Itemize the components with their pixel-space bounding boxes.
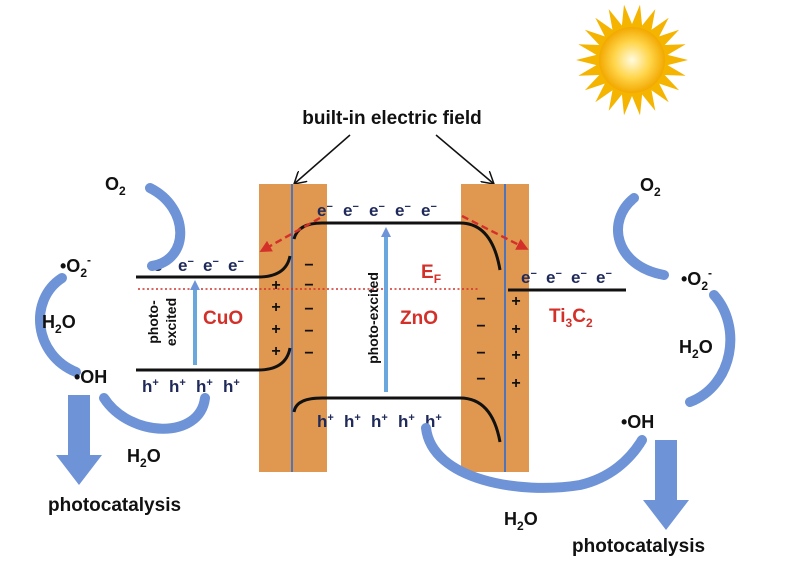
h2o-right-label: H2O bbox=[679, 337, 713, 361]
photocatalysis-right-label: photocatalysis bbox=[572, 536, 705, 557]
svg-text:−: − bbox=[476, 371, 485, 388]
svg-text:−: − bbox=[476, 291, 485, 308]
field-arrow-left bbox=[294, 134, 351, 184]
svg-text:excited: excited bbox=[163, 298, 179, 346]
svg-text:h+: h+ bbox=[223, 377, 240, 396]
svg-text:e−: e− bbox=[343, 201, 359, 220]
svg-text:+: + bbox=[271, 277, 280, 294]
cuo-label: CuO bbox=[203, 308, 243, 329]
svg-text:h+: h+ bbox=[344, 412, 361, 431]
hydroxyl-right-label: •OH bbox=[621, 412, 654, 432]
o2-right-label: O2 bbox=[640, 175, 661, 199]
left-photocatalysis-arrow bbox=[56, 395, 102, 485]
right-interface-charges: − − − − + + + + bbox=[476, 291, 520, 392]
zno-valence-band bbox=[292, 396, 502, 443]
left-interface-charges: + + + + − − − − − bbox=[271, 257, 313, 362]
svg-text:+: + bbox=[511, 321, 520, 338]
svg-text:h+: h+ bbox=[142, 377, 159, 396]
svg-text:+: + bbox=[511, 347, 520, 364]
svg-text:h+: h+ bbox=[169, 377, 186, 396]
svg-text:−: − bbox=[476, 318, 485, 335]
zno-holes: h+ h+ h+ h+ h+ bbox=[317, 412, 442, 431]
zno-electrons: e− e− e− e− e− bbox=[317, 201, 437, 220]
cuo-conduction-band bbox=[136, 255, 292, 279]
svg-text:e−: e− bbox=[596, 268, 612, 287]
svg-text:+: + bbox=[511, 293, 520, 310]
cuo-photo-excited-label: photo- excited bbox=[145, 298, 179, 346]
svg-text:e−: e− bbox=[521, 268, 537, 287]
svg-text:−: − bbox=[304, 323, 313, 340]
svg-text:h+: h+ bbox=[371, 412, 388, 431]
svg-text:e−: e− bbox=[317, 201, 333, 220]
svg-text:−: − bbox=[476, 345, 485, 362]
h2o-bottom-label: H2O bbox=[504, 509, 538, 533]
field-arrow-right bbox=[435, 134, 494, 184]
svg-text:+: + bbox=[271, 299, 280, 316]
svg-text:e−: e− bbox=[178, 256, 194, 275]
svg-text:−: − bbox=[304, 257, 313, 274]
svg-text:+: + bbox=[511, 375, 520, 392]
cuo-holes: h+ h+ h+ h+ bbox=[142, 377, 240, 396]
svg-text:photo-: photo- bbox=[145, 300, 161, 344]
svg-text:−: − bbox=[304, 277, 313, 294]
svg-text:+: + bbox=[271, 343, 280, 360]
svg-text:e−: e− bbox=[369, 201, 385, 220]
svg-text:e−: e− bbox=[203, 256, 219, 275]
sun-icon bbox=[576, 4, 688, 116]
electric-field-title: built-in electric field bbox=[302, 108, 481, 129]
zno-photo-excited-label: photo-excited bbox=[365, 272, 381, 364]
electron-transfer-right-arrow bbox=[461, 214, 529, 250]
superoxide-right-label: •O2- bbox=[681, 266, 712, 293]
photocatalysis-left-label: photocatalysis bbox=[48, 495, 181, 516]
svg-text:h+: h+ bbox=[425, 412, 442, 431]
fermi-level-label: EF bbox=[421, 262, 441, 286]
o2-left-label: O2 bbox=[105, 174, 126, 198]
h2o-lower-left-label: H2O bbox=[127, 446, 161, 470]
svg-text:h+: h+ bbox=[398, 412, 415, 431]
svg-text:+: + bbox=[271, 321, 280, 338]
right-photocatalysis-arrow bbox=[643, 440, 689, 530]
svg-text:h+: h+ bbox=[196, 377, 213, 396]
svg-text:h+: h+ bbox=[317, 412, 334, 431]
svg-text:−: − bbox=[304, 301, 313, 318]
svg-text:e−: e− bbox=[228, 256, 244, 275]
svg-text:−: − bbox=[304, 345, 313, 362]
ti3c2-electrons: e− e− e− e− bbox=[521, 268, 612, 287]
zno-label: ZnO bbox=[400, 308, 438, 329]
hydroxyl-left-label: •OH bbox=[74, 367, 107, 387]
h2o-left-label: H2O bbox=[42, 312, 76, 336]
svg-text:e−: e− bbox=[421, 201, 437, 220]
cuo-valence-band bbox=[136, 347, 292, 372]
reaction-arrows bbox=[35, 183, 736, 493]
svg-text:e−: e− bbox=[546, 268, 562, 287]
svg-text:e−: e− bbox=[395, 201, 411, 220]
ti3c2-label: Ti3C2 bbox=[549, 306, 593, 330]
superoxide-left-label: •O2- bbox=[60, 253, 91, 280]
svg-text:e−: e− bbox=[571, 268, 587, 287]
